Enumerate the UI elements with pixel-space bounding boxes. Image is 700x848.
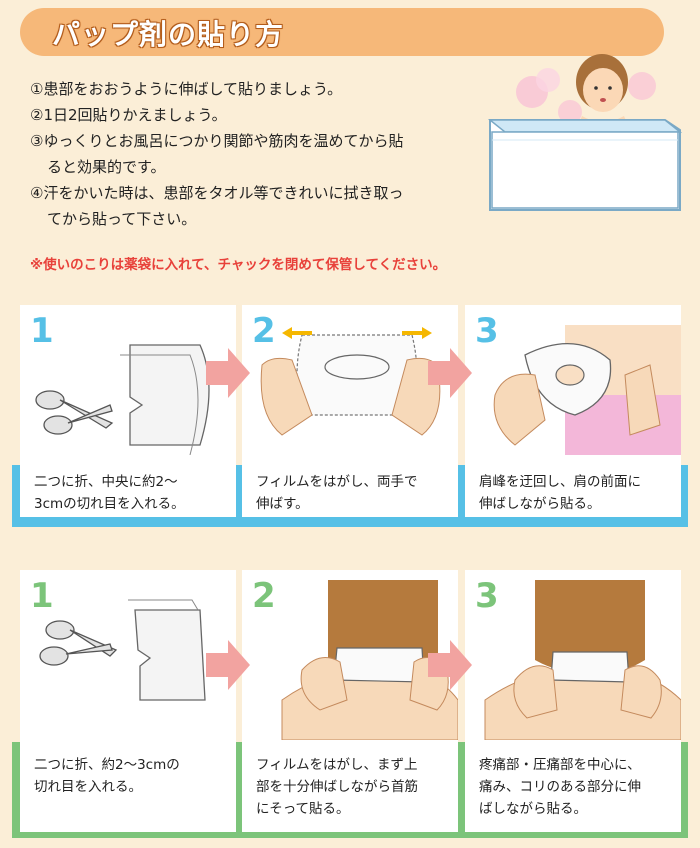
neck-application-illustration <box>281 580 458 740</box>
caption-line: 切れ目を入れる。 <box>34 779 142 795</box>
instruction-list: ①患部をおおうように伸ばして貼りましょう。 ②1日2回貼りかえましょう。 ③ゆっ… <box>30 76 470 232</box>
caption-line: にそって貼る。 <box>256 801 350 817</box>
instruction-1: ①患部をおおうように伸ばして貼りましょう。 <box>30 80 343 98</box>
next-step-arrow <box>428 640 472 690</box>
neck-step-1-panel: 1 二つに折、約2〜3cmの 切れ目を入れる。 <box>20 570 236 832</box>
scissors-and-patch-illustration <box>35 344 210 455</box>
caption-line: 痛み、コリのある部分に伸 <box>479 779 641 795</box>
step-caption: 二つに折、約2〜3cmの 切れ目を入れる。 <box>20 748 236 808</box>
step-number: 2 <box>252 311 276 351</box>
caption-line: 肩峰を迂回し、肩の前面に <box>479 474 641 490</box>
next-step-arrow <box>206 348 250 398</box>
step-number: 1 <box>30 576 54 616</box>
caption-line: フィルムをはがし、まず上 <box>256 757 418 773</box>
next-step-arrow <box>206 640 250 690</box>
caption-line: ばしながら貼る。 <box>479 801 587 817</box>
caption-line: フィルムをはがし、両手で <box>256 474 418 490</box>
step-number: 1 <box>30 311 54 351</box>
caption-line: 3cmの切れ目を入れる。 <box>34 496 185 512</box>
instruction-3-cont: ると効果的です。 <box>47 158 166 176</box>
stretching-patch-illustration <box>260 327 441 436</box>
step-caption: 疼痛部・圧痛部を中心に、 痛み、コリのある部分に伸 ばしながら貼る。 <box>465 748 681 817</box>
caption-line: 伸ばしながら貼る。 <box>479 496 601 512</box>
neck-step-3-panel: 3 疼痛部・圧痛部を中心に、 痛み、コリのある部分に伸 ばしながら貼る。 <box>465 570 681 832</box>
bath-illustration <box>487 54 683 211</box>
instruction-4: ④汗をかいた時は、患部をタオル等できれいに拭き取っ <box>30 184 404 202</box>
storage-warning: ※使いのこりは薬袋に入れて、チャックを閉めて保管してください。 <box>30 257 447 273</box>
step-caption: フィルムをはがし、両手で 伸ばす。 <box>242 465 458 525</box>
step-caption: 肩峰を迂回し、肩の前面に 伸ばしながら貼る。 <box>465 465 681 525</box>
caption-line: 部を十分伸ばしながら首筋 <box>256 779 418 795</box>
step-number: 3 <box>475 311 499 351</box>
neck-pressing-illustration <box>484 580 681 740</box>
instruction-2: ②1日2回貼りかえましょう。 <box>30 106 227 124</box>
caption-line: 二つに折、約2〜3cmの <box>34 757 180 773</box>
scissors-and-patch-illustration <box>39 599 206 701</box>
next-step-arrow <box>428 348 472 398</box>
caption-line: 二つに折、中央に約2〜 <box>34 474 178 490</box>
step-caption: フィルムをはがし、まず上 部を十分伸ばしながら首筋 にそって貼る。 <box>242 748 458 817</box>
shoulder-step-1-panel: 1 二つに折、中央に約2〜 3cmの切れ目を入れる。 <box>20 305 236 517</box>
shoulder-step-2-panel: 2 フィルムをはがし、両手で 伸ばす。 <box>242 305 458 517</box>
instruction-4-cont: てから貼って下さい。 <box>47 210 197 228</box>
step-number: 2 <box>252 576 276 616</box>
instruction-3: ③ゆっくりとお風呂につかり関節や筋肉を温めてから貼 <box>30 132 404 150</box>
caption-line: 疼痛部・圧痛部を中心に、 <box>479 757 641 773</box>
neck-step-2-panel: 2 フィルムをはがし、まず上 部を十分伸ばしながら首筋 にそって貼る。 <box>242 570 458 832</box>
page-title: パップ剤の貼り方 <box>52 18 285 51</box>
step-caption: 二つに折、中央に約2〜 3cmの切れ目を入れる。 <box>20 465 236 525</box>
title-banner <box>20 8 664 56</box>
shoulder-application-illustration <box>493 325 681 455</box>
shoulder-step-3-panel: 3 肩峰を迂回し、肩の前面に 伸ばしながら貼る。 <box>465 305 681 517</box>
step-number: 3 <box>475 576 499 616</box>
caption-line: 伸ばす。 <box>256 496 309 512</box>
